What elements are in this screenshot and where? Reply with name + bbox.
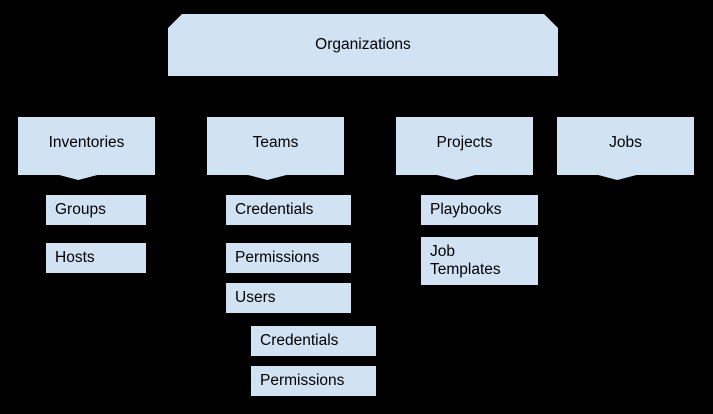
connector-teams-children-inner [208,177,228,275]
node-organizations[interactable]: Organizations [168,14,558,76]
projects-shape [396,117,533,180]
connector-projects-children [408,177,422,265]
node-projects[interactable]: Projects [396,117,533,180]
node-jobs[interactable]: Jobs [557,117,694,180]
node-groups[interactable]: Groups [46,195,146,225]
node-inventories-label: Inventories [48,134,125,151]
node-hosts-label: Hosts [55,249,95,267]
teams-shape [207,117,344,180]
node-teams[interactable]: Teams [207,117,344,180]
node-users-label: Users [235,289,276,307]
node-teams-label: Teams [252,134,299,151]
node-jobs-label: Jobs [609,134,642,151]
node-teams-permissions[interactable]: Permissions [226,243,351,273]
node-users-credentials[interactable]: Credentials [251,326,376,356]
node-playbooks-label: Playbooks [430,201,502,219]
node-teams-permissions-label: Permissions [235,249,320,267]
node-users-credentials-label: Credentials [260,332,339,350]
inventories-shape [18,117,155,180]
node-users-permissions-label: Permissions [260,372,345,390]
node-job-templates[interactable]: Job Templates [421,237,538,285]
node-job-templates-label: Job Templates [430,243,501,278]
node-teams-credentials[interactable]: Credentials [226,195,351,225]
node-teams-credentials-label: Credentials [235,201,314,219]
node-inventories[interactable]: Inventories [18,117,155,180]
connector-teams-children [216,177,228,300]
node-users-permissions[interactable]: Permissions [251,366,376,396]
node-hosts[interactable]: Hosts [46,243,146,273]
node-organizations-label: Organizations [315,36,411,54]
node-projects-label: Projects [436,134,493,151]
node-playbooks[interactable]: Playbooks [421,195,538,225]
node-users[interactable]: Users [226,283,351,313]
node-groups-label: Groups [55,201,106,219]
jobs-shape [557,117,694,180]
